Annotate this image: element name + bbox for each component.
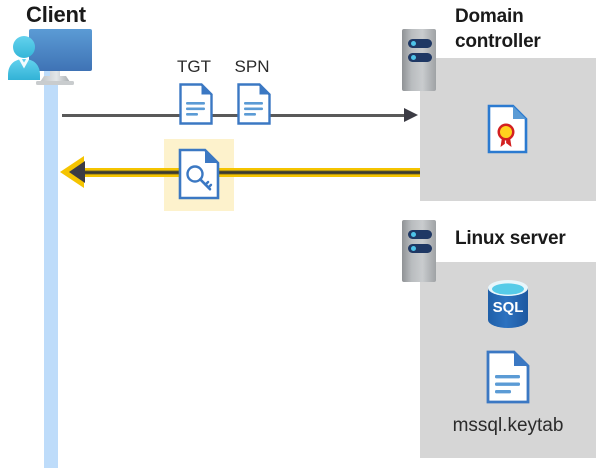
rack-bar	[408, 53, 432, 62]
rack-bar	[408, 244, 432, 253]
tgt-label: TGT	[177, 57, 211, 76]
tgt-document-icon	[179, 83, 213, 130]
rack-led-icon	[411, 232, 416, 237]
rack-bar	[408, 39, 432, 48]
rack-led-icon	[411, 55, 416, 60]
request-arrow-line	[62, 114, 408, 117]
response-arrow-line	[80, 168, 420, 177]
spn-document-icon	[237, 83, 271, 130]
rack-led-icon	[411, 41, 416, 46]
svg-text:SQL: SQL	[493, 299, 524, 316]
certificate-document-icon	[487, 104, 528, 159]
response-arrow-head-inner	[69, 161, 85, 183]
user-at-monitor-icon	[6, 28, 102, 95]
client-title: Client	[26, 2, 86, 27]
linux-server-title: Linux server	[455, 228, 566, 249]
request-arrow-head	[404, 108, 418, 122]
linux-server-rack-icon	[402, 220, 436, 282]
keytab-filename-caption: mssql.keytab	[452, 415, 564, 436]
rack-bar	[408, 230, 432, 239]
document-with-key-icon	[178, 148, 220, 205]
domain-controller-title: Domain controller	[455, 6, 541, 52]
rack-led-icon	[411, 246, 416, 251]
client-lifeline	[44, 62, 58, 468]
keytab-document-icon	[486, 350, 530, 409]
spn-label: SPN	[234, 57, 270, 76]
domain-controller-server-rack-icon	[402, 29, 436, 91]
sql-database-icon: SQL	[484, 278, 532, 335]
